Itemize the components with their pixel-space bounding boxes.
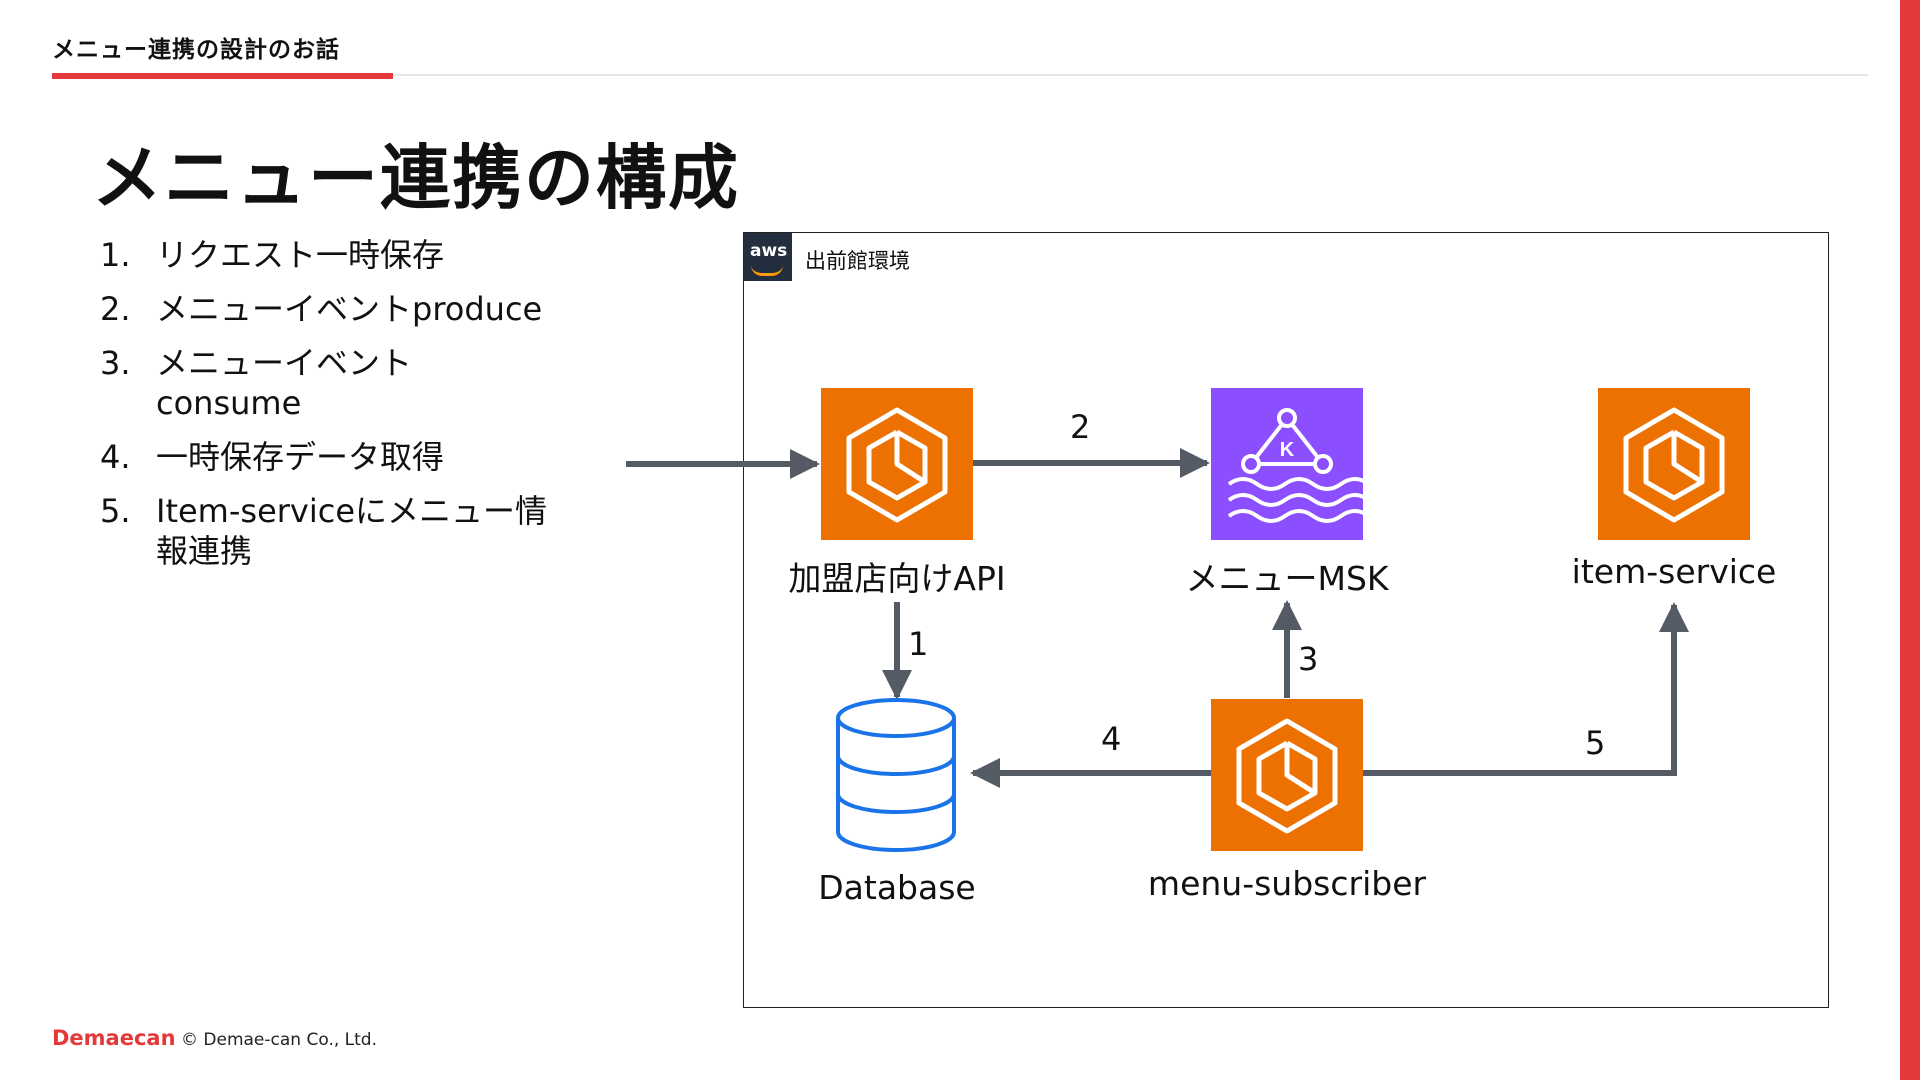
list-item: 2. メニューイベントproduce (100, 289, 556, 329)
step-number: 3. (100, 344, 131, 382)
list-item: 4. 一時保存データ取得 (100, 437, 556, 477)
edge-label-2: 2 (1070, 408, 1091, 446)
database-node-label: Database (818, 868, 976, 907)
ecs-icon (1623, 407, 1725, 523)
kafka-msk-icon: K (1227, 408, 1371, 523)
aws-environment-group: aws 出前館環境 (743, 232, 1829, 1008)
list-item: 5. Item-serviceにメニュー情報連携 (100, 491, 556, 571)
ecs-icon (846, 407, 948, 523)
section-title: メニュー連携の設計のお話 (52, 37, 340, 63)
page-title: メニュー連携の構成 (92, 137, 740, 219)
step-number: 5. (100, 492, 131, 530)
copyright-text: © Demae-can Co., Ltd. (181, 1030, 377, 1050)
item-service-node (1598, 388, 1750, 540)
header-accent-underline (52, 73, 393, 79)
step-text: メニューイベントconsume (156, 344, 413, 422)
msk-node: K (1211, 388, 1371, 540)
accent-side-bar (1900, 0, 1920, 1080)
aws-logo-text: aws (750, 241, 788, 261)
demaecan-logo: Demaecan (52, 1026, 176, 1050)
ecs-icon (1236, 718, 1338, 834)
aws-group-label: 出前館環境 (805, 249, 910, 273)
step-text: メニューイベントproduce (156, 290, 543, 328)
api-node-label: 加盟店向けAPI (788, 559, 1006, 598)
step-number: 4. (100, 438, 131, 476)
step-text: Item-serviceにメニュー情報連携 (156, 492, 548, 570)
aws-logo-icon: aws (744, 233, 792, 281)
database-icon (836, 698, 956, 852)
api-node (821, 388, 973, 540)
step-number: 1. (100, 236, 131, 274)
header-divider (52, 74, 1868, 76)
list-item: 3. メニューイベントconsume (100, 343, 556, 423)
msk-node-label: メニューMSK (1185, 559, 1389, 598)
aws-smile-mark (751, 265, 783, 276)
step-text: 一時保存データ取得 (156, 438, 445, 476)
edge-label-1: 1 (908, 625, 929, 663)
steps-list: 1. リクエスト一時保存 2. メニューイベントproduce 3. メニューイベント… (100, 235, 556, 585)
edge-5-arrow (1363, 602, 1689, 776)
edge-label-4: 4 (1101, 720, 1122, 758)
menu-subscriber-node (1211, 699, 1363, 851)
step-text: リクエスト一時保存 (156, 236, 445, 274)
edge-label-5: 5 (1585, 724, 1606, 762)
list-item: 1. リクエスト一時保存 (100, 235, 556, 275)
menu-subscriber-node-label: menu-subscriber (1147, 864, 1427, 903)
svg-text:K: K (1280, 439, 1295, 461)
item-service-node-label: item-service (1571, 552, 1777, 591)
edge-label-3: 3 (1298, 640, 1319, 678)
step-number: 2. (100, 290, 131, 328)
